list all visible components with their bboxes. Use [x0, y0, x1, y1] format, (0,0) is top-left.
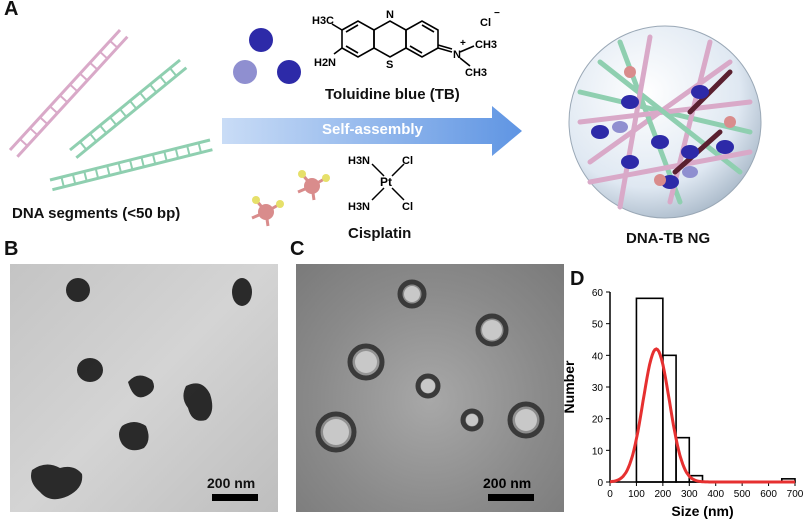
size-distribution-histogram: 0 100 200 300 400 500 600 700 0 10 20 30 40 50 60Size … [561, 288, 804, 519]
svg-text:Cl: Cl [480, 17, 491, 29]
self-assembly-label: Self-assembly [322, 121, 423, 138]
svg-text:Cl: Cl [402, 201, 413, 213]
x-tick-label: 0 [607, 489, 613, 500]
svg-text:CH3: CH3 [465, 67, 487, 79]
panel-d-label: D [570, 268, 585, 290]
svg-text:N: N [386, 9, 394, 21]
scale-bar-b [212, 494, 258, 501]
tb-dot-light [233, 60, 257, 84]
y-axis-label: Number [561, 360, 577, 413]
x-tick-label: 200 [655, 489, 672, 500]
svg-text:H3C: H3C [312, 15, 334, 27]
svg-text:Cl: Cl [402, 155, 413, 167]
x-tick-label: 300 [681, 489, 698, 500]
panel-c-label: C [290, 238, 305, 260]
dna-segments-caption: DNA segments (<50 bp) [12, 205, 181, 222]
toluidine-blue-caption: Toluidine blue (TB) [325, 86, 460, 103]
scale-bar-c [488, 494, 534, 501]
y-tick-label: 10 [592, 446, 604, 457]
x-tick-label: 500 [734, 489, 751, 500]
histogram-bar [662, 354, 677, 483]
dna-segments-illustration [8, 28, 213, 192]
tb-molecules-illustration [233, 28, 301, 84]
svg-text:+: + [460, 38, 466, 49]
svg-text:S: S [386, 59, 393, 71]
cisplatin-caption: Cisplatin [348, 225, 412, 242]
toluidine-blue-structure: H3C H2N N S N + CH3 CH3 Cl − [312, 8, 500, 79]
cisplatin-structure: H3N Cl Pt H3N Cl [348, 155, 413, 213]
svg-text:−: − [494, 8, 500, 19]
cisplatin-molecules-illustration [251, 170, 330, 227]
svg-text:H3N: H3N [348, 155, 370, 167]
x-tick-label: 600 [760, 489, 777, 500]
y-tick-label: 20 [592, 415, 604, 426]
dna-tb-ng-caption: DNA-TB NG [626, 230, 711, 247]
x-tick-label: 100 [628, 489, 645, 500]
scale-label-c: 200 nm [483, 475, 532, 491]
svg-text:CH3: CH3 [475, 39, 497, 51]
svg-text:H3N: H3N [348, 201, 370, 213]
svg-text:H2N: H2N [314, 57, 336, 69]
tb-dot-dark-2 [277, 60, 301, 84]
y-tick-label: 30 [592, 383, 604, 394]
tb-dot-dark [249, 28, 273, 52]
histogram-bar [635, 297, 664, 483]
x-axis-label: Size (nm) [671, 503, 733, 519]
y-tick-label: 60 [592, 288, 604, 299]
panel-a-label: A [4, 0, 19, 20]
y-tick-label: 0 [597, 478, 603, 489]
x-tick-label: 400 [707, 489, 724, 500]
gaussian-fit-curve [609, 347, 795, 484]
panel-b-label: B [4, 238, 19, 260]
y-tick-label: 50 [592, 320, 604, 331]
tem-image-c [296, 264, 564, 512]
x-tick-label: 700 [787, 489, 804, 500]
svg-text:Pt: Pt [380, 175, 392, 189]
dna-tb-nanogel-illustration [568, 25, 762, 219]
histogram-bar [675, 436, 691, 483]
svg-text:N: N [453, 49, 461, 61]
y-tick-label: 40 [592, 351, 604, 362]
tem-image-b [10, 264, 278, 512]
self-assembly-arrow [222, 106, 522, 156]
scale-label-b: 200 nm [207, 475, 256, 491]
